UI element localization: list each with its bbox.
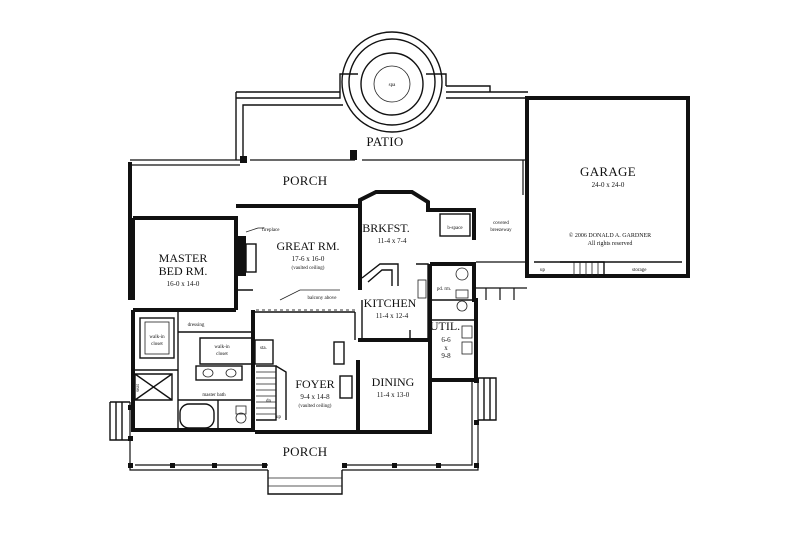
- walkin-closet-2b: closet: [216, 352, 228, 357]
- walkin-closet-2: walk-in: [214, 345, 230, 350]
- breakfast: b-space BRKFST. 11-4 x 7-4: [362, 213, 471, 245]
- kitchen-dim: 11-4 x 12-4: [376, 312, 409, 320]
- patio-label: PATIO: [366, 134, 403, 149]
- front-porch: PORCH: [109, 377, 497, 495]
- copyright-text: © 2006 DONALD A. GARDNER: [569, 232, 651, 239]
- covered-label: covered: [493, 221, 509, 226]
- util-dim-2: x: [444, 344, 448, 352]
- fireplace-label: fireplace: [262, 228, 280, 233]
- stair-dn-label: dn: [266, 399, 272, 404]
- garage-label: GARAGE: [580, 164, 636, 179]
- spa-label: spa: [389, 83, 396, 88]
- storage-label: storage: [632, 268, 647, 273]
- dining: DINING 11-4 x 13-0: [372, 375, 415, 399]
- dressing-label: dressing: [188, 323, 205, 328]
- master-bath-label: master bath: [202, 393, 226, 398]
- foyer-label: FOYER: [295, 377, 334, 391]
- master-label-2: BED RM.: [159, 264, 208, 278]
- garage-up-label: up: [540, 268, 546, 273]
- front-porch-label: PORCH: [283, 444, 328, 459]
- dining-dim: 11-4 x 13-0: [377, 391, 410, 399]
- master-dim: 16-0 x 14-0: [167, 280, 200, 288]
- kitchen: KITCHEN 11-4 x 12-4: [361, 263, 429, 341]
- rear-porch: PORCH: [128, 150, 528, 300]
- breezeway-label: breezeway: [490, 228, 512, 233]
- master-bedroom: MASTER BED RM. 16-0 x 14-0 walk-in close…: [136, 251, 230, 398]
- rear-porch-label: PORCH: [283, 173, 328, 188]
- sta-label: sta.: [260, 346, 267, 351]
- rights-text: All rights reserved: [588, 241, 633, 247]
- brkfst-label: BRKFST.: [362, 221, 409, 235]
- util-dim-1: 6-6: [441, 336, 451, 344]
- great-room-label: GREAT RM.: [276, 239, 339, 253]
- great-room-note: (vaulted ceiling): [292, 266, 325, 271]
- garage: GARAGE 24-0 x 24-0 © 2006 DONALD A. GARD…: [525, 96, 690, 278]
- foyer-dim: 9-4 x 14-8: [300, 393, 330, 401]
- breezeway: covered breezeway: [476, 221, 527, 300]
- balcony-label: balcony above: [307, 296, 337, 301]
- foyer: sta. up dn FOYER 9-4 x 14-8 (vaulted cei…: [256, 341, 353, 421]
- pdr-label: pd. rm.: [437, 287, 451, 292]
- util-dim-3: 9-8: [441, 352, 451, 360]
- util-label: UTIL.: [430, 319, 460, 333]
- patio: spa PATIO: [235, 31, 528, 160]
- master-label-1: MASTER: [159, 251, 208, 265]
- great-room: fireplace GREAT RM. 17-6 x 16-0 (vaulted…: [236, 227, 355, 311]
- stair-up-label: up: [276, 415, 282, 420]
- great-room-dim: 17-6 x 16-0: [292, 255, 325, 263]
- walkin-closet-1b: closet: [151, 342, 163, 347]
- b-space-label: b-space: [447, 226, 463, 231]
- garage-dim: 24-0 x 24-0: [592, 181, 625, 189]
- utility: pd. rm. UTIL. 6-6 x 9-8: [430, 267, 474, 360]
- foyer-note: (vaulted ceiling): [299, 404, 332, 409]
- brkfst-dim: 11-4 x 7-4: [378, 237, 407, 245]
- dining-label: DINING: [372, 375, 415, 389]
- seat-label: seat: [136, 384, 141, 392]
- house-walls: [131, 190, 478, 434]
- kitchen-label: KITCHEN: [364, 296, 417, 310]
- walkin-closet-1: walk-in: [149, 335, 165, 340]
